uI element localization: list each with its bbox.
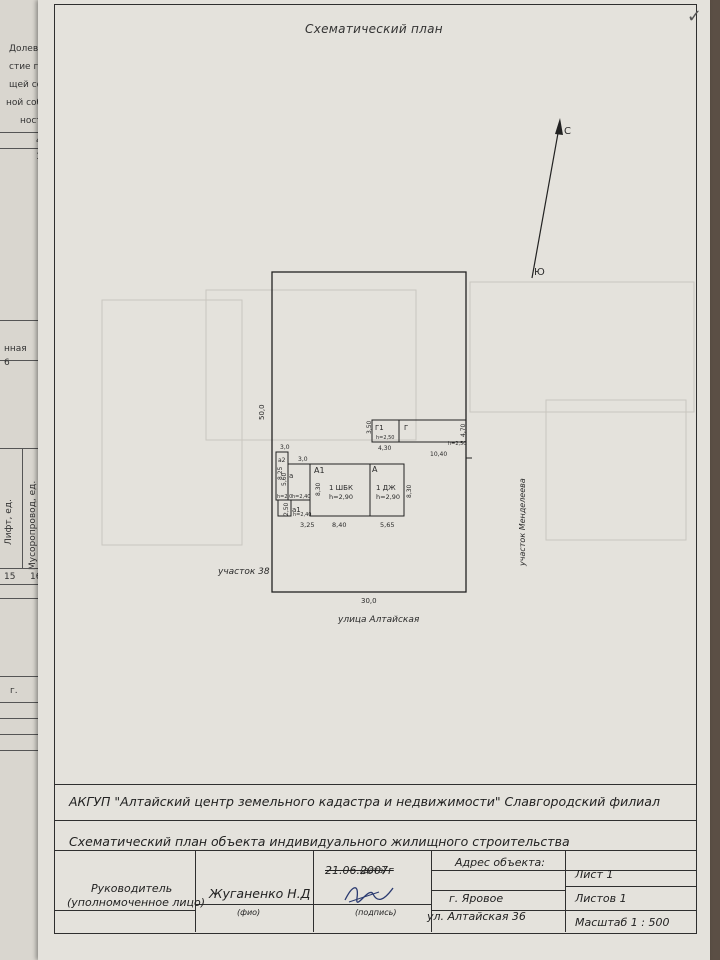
shed-g1-height: h=2,50 [376,435,395,441]
sheet-count: Листов 1 [575,892,627,905]
shed-g [398,419,467,443]
under-cell-16: 16 [30,572,42,582]
south-label: Ю [534,267,545,278]
drawing-frame [54,4,697,934]
title-block: АКГУП "Алтайский центр земельного кадаст… [55,784,696,932]
head-subtitle: (уполномоченное лицо) [67,896,206,909]
site-plan-drawing: С Ю А1 А а а1 а2 Г1 Г 1 ШБК [101,118,695,625]
room-a-name: 1 ДЖ [376,484,396,492]
left-lot-label: участок 38 [217,567,270,577]
address-label: Адрес объекта: [455,856,545,869]
signature-caption: (подпись) [355,908,397,917]
room-label-g1: Г1 [375,424,384,432]
dim-a-width: 5,65 [380,521,394,529]
room-a1-name: 1 ШБК [329,484,353,492]
document-title: Схематический план объекта индивидуально… [69,834,570,849]
room-a-height: h=2,90 [376,493,400,501]
under-cell-g: г. [10,686,18,696]
dim-lot-width: 30,0 [361,597,377,605]
annex-a1-height: h=2,40 [293,512,312,518]
address-city: г. Яровое [449,892,504,905]
right-lot-label: участок Менделеева [518,478,527,567]
under-cell-6: 6 [4,358,10,368]
annex-a2-height: h=2,0 [277,494,292,500]
dim-a1-width: 8,40 [332,521,346,529]
document-date: 21.06.2007г [325,864,394,877]
dim-g-height: 4,70 [460,423,467,437]
shed-g-height: h=2,50 [448,441,467,447]
room-label-a: А [372,465,378,474]
address-street: ул. Алтайская 36 [427,910,526,923]
dim-a-left-width: 3,25 [300,521,314,529]
dim-g-width: 10,40 [430,451,447,458]
house-a [369,463,405,517]
room-label-a3: а1 [292,506,301,514]
room-a1-height: h=2,90 [329,493,353,501]
page-title: Схематический план [305,22,443,36]
dim-a4-height: 8,25 [277,466,284,480]
dim-a2-top: 3,0 [298,456,308,463]
under-garbage-chute: Мусоропровод, ед. [28,480,38,570]
under-header-2: стие гр [9,62,44,72]
organization-name: АКГУП "Алтайский центр земельного кадаст… [69,794,660,809]
date-caption: (дата) [360,866,387,875]
head-title: Руководитель [91,882,173,895]
annex-a-height: h=2,40 [292,494,311,500]
name-caption: (фио) [237,908,261,917]
dim-a1-height: 8,30 [315,482,322,496]
signature-icon [344,887,394,903]
room-label-a2: а [289,472,293,480]
street-label: улица Алтайская [337,615,420,625]
dim-g1-height: 3,50 [366,420,373,434]
room-label-g: Г [404,424,408,432]
dim-g1-width: 4,30 [378,445,392,452]
under-lift: Лифт, ед. [4,499,14,545]
room-label-a1: А1 [314,466,325,475]
room-label-a4: а2 [278,457,286,464]
responsible-name: Жуганенко Н.Д [209,886,311,901]
sheet-number: Лист 1 [575,868,614,881]
north-arrow-icon [531,118,563,279]
dim-a-right-height: 8,30 [406,484,413,498]
under-cell-15: 15 [4,572,16,582]
plan-sheet: Схематический план ✓ С Ю [38,0,710,960]
scale: Масштаб 1 : 500 [575,916,670,929]
dim-a3-height: 2,50 [283,502,290,516]
north-label: С [564,126,571,137]
under-header-4: ной собс [6,98,48,108]
checkmark-icon: ✓ [686,6,702,27]
dim-a2-width: 3,0 [280,444,290,451]
under-header-5: ност [20,116,42,126]
under-header-1: Долев [9,44,39,54]
dim-a2-height: 5,60 [281,472,288,486]
annex-a3 [277,499,292,517]
dim-lot-height: 50,0 [258,404,266,420]
under-cell-nnaya: нная [4,344,27,354]
under-header-3: щей сов [9,80,48,90]
